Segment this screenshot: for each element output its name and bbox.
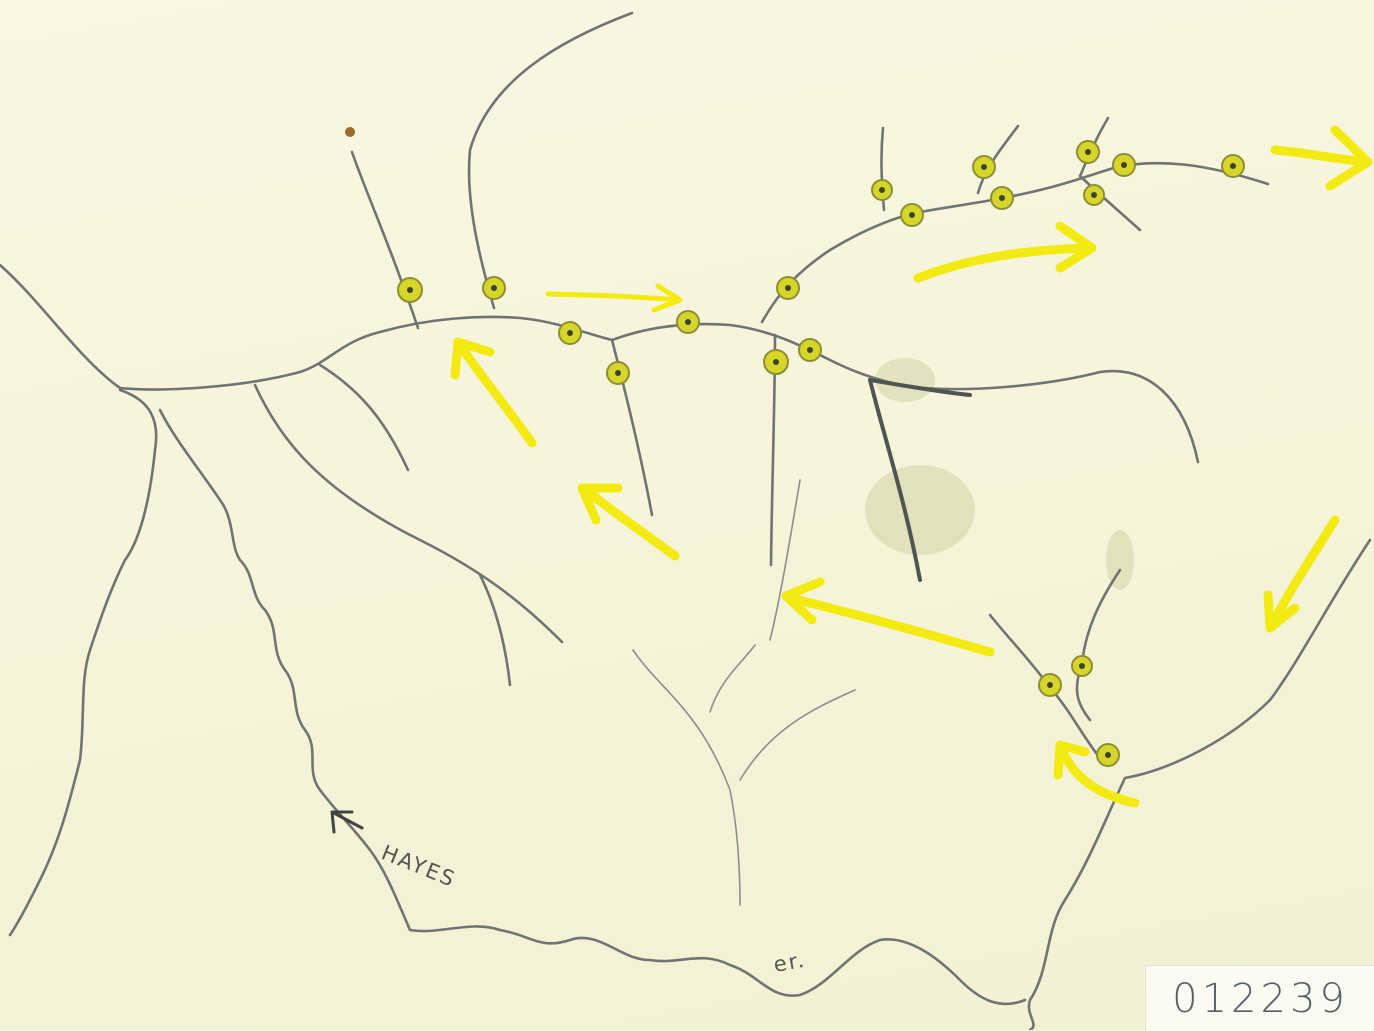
hayes-river <box>158 408 1027 1006</box>
yellow-arrow-icon <box>913 221 1097 283</box>
tributary-s5 <box>868 378 922 582</box>
site-dot-icon <box>558 321 582 345</box>
site-dot-icon <box>1112 153 1136 177</box>
tributary-s2b <box>478 573 512 687</box>
catalog-number-tag: 012239 <box>1145 965 1374 1031</box>
site-dot-icon <box>676 310 700 334</box>
delta-left <box>632 649 741 906</box>
site-dot-icon <box>1083 184 1105 206</box>
site-dot-icon <box>798 338 822 362</box>
catalog-number: 012239 <box>1172 975 1349 1022</box>
yellow-arrow-icon <box>1053 740 1140 808</box>
site-dot-icon <box>606 361 630 385</box>
site-dot-icon <box>1076 140 1100 164</box>
tributary-s1 <box>318 363 410 472</box>
site-dot-icon <box>900 203 924 227</box>
delta-right <box>739 689 856 781</box>
ne-fork-c <box>1078 116 1142 232</box>
flow-arrows <box>450 125 1373 808</box>
smudges <box>865 358 1134 590</box>
ink-spot <box>345 127 355 137</box>
delta-extra <box>769 479 801 641</box>
site-dot-icon <box>1221 154 1245 178</box>
site-dot-icon <box>1071 655 1093 677</box>
tributary-n2 <box>467 11 634 310</box>
site-dot-icon <box>397 277 423 303</box>
site-dot-icon <box>1038 673 1062 697</box>
site-dot-icon <box>972 155 996 179</box>
tributary-s3 <box>610 338 654 517</box>
tributary-s2 <box>253 383 564 644</box>
yellow-arrow-icon <box>545 283 683 313</box>
sample-sites <box>397 140 1245 767</box>
site-dot-icon <box>482 276 506 300</box>
yellow-arrow-icon <box>1270 125 1373 191</box>
site-dot-icon <box>990 186 1014 210</box>
yellow-arrow-icon <box>781 577 995 657</box>
ne-fork-b <box>976 124 1020 195</box>
yellow-arrow-icon <box>450 337 537 448</box>
tributary-s5-connector <box>868 378 972 397</box>
river-abbrev-label: er. <box>772 948 808 977</box>
east-trib-b <box>1075 568 1122 722</box>
northeast-branch <box>760 161 1270 324</box>
delta-mid <box>709 644 756 713</box>
yellow-arrow-icon <box>1263 515 1340 633</box>
east-main <box>1027 538 1372 1030</box>
site-dot-icon <box>776 276 800 300</box>
site-dot-icon <box>763 349 789 375</box>
ne-fork-a <box>880 126 886 212</box>
yellow-arrow-icon <box>577 483 680 561</box>
site-dot-icon <box>871 179 893 201</box>
pointer-arrow-icon <box>330 810 364 834</box>
west-river <box>8 388 158 937</box>
site-dot-icon <box>1096 743 1120 767</box>
